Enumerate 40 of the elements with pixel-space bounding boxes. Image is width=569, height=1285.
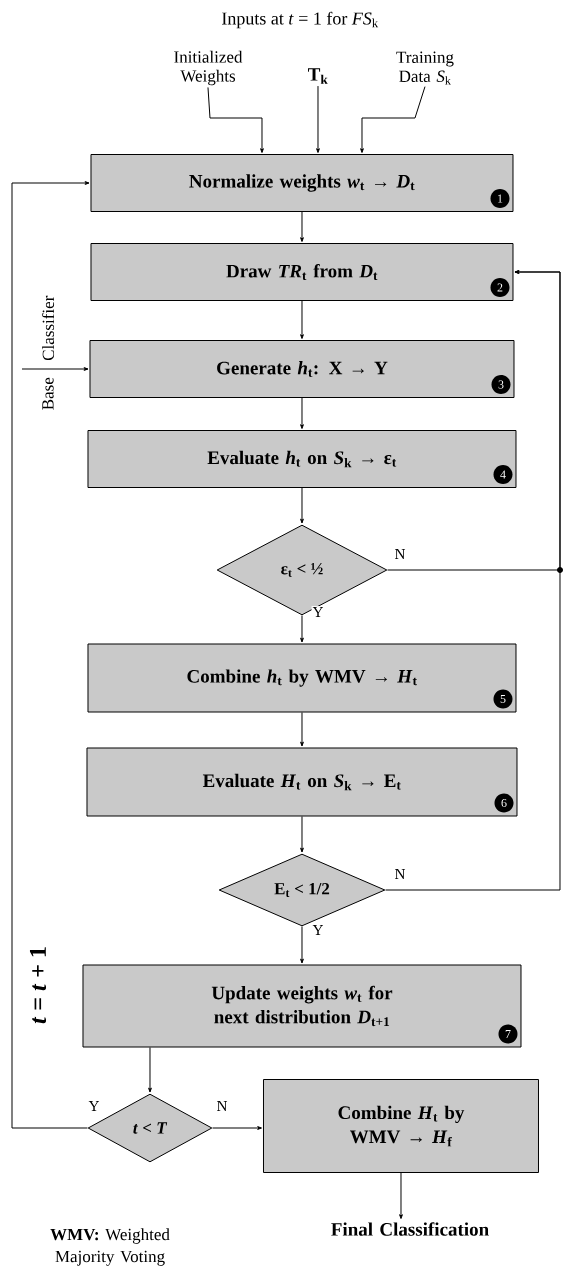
arrow	[300, 712, 304, 747]
arrow	[385, 270, 561, 891]
edge-label: N	[393, 548, 407, 560]
input-label: Initialized Weights	[174, 50, 243, 86]
edge-label: N	[215, 1100, 229, 1112]
arrow	[11, 181, 90, 1129]
edge-label: Y	[311, 606, 325, 618]
input-label: Training Data S$_{k}$	[396, 51, 454, 85]
arrow	[212, 1126, 262, 1130]
side-label: Base	[42, 377, 54, 410]
arrow	[300, 397, 304, 429]
arrow	[300, 816, 304, 853]
callout-number: 7	[498, 1024, 518, 1044]
edge-label: N	[393, 868, 407, 880]
callout-number: 5	[493, 689, 513, 709]
callout-number: 1	[490, 189, 510, 208]
loop-label: t = t + 1	[29, 947, 47, 1024]
arrow	[316, 85, 320, 153]
arrow	[300, 926, 304, 964]
input-label: Final Classification	[331, 1222, 489, 1236]
arrow	[399, 1172, 403, 1220]
callout-number: 4	[493, 465, 513, 484]
title: Inputs at t = 1 for FS$_{k}$	[222, 11, 379, 29]
arrow	[300, 211, 304, 242]
arrow	[300, 615, 304, 643]
arrow	[300, 487, 304, 524]
input-label: T$_{k}$	[308, 68, 328, 84]
arrow	[300, 300, 304, 339]
callout-number: 6	[494, 793, 514, 813]
arrow	[207, 86, 264, 153]
arrow	[21, 367, 89, 371]
arrow	[148, 1047, 152, 1093]
callout-number: 2	[490, 278, 510, 297]
callout-number: 3	[491, 375, 511, 394]
edge-label: Y	[311, 924, 325, 936]
arrow	[360, 86, 426, 153]
process-box: Combine H$_{t}$ by WMV → H$_{f}$	[263, 1079, 539, 1173]
edge-label: Y	[87, 1100, 101, 1112]
note: WMV: Weighted Majority Voting	[50, 1228, 170, 1266]
side-label: Classifier	[41, 295, 55, 361]
